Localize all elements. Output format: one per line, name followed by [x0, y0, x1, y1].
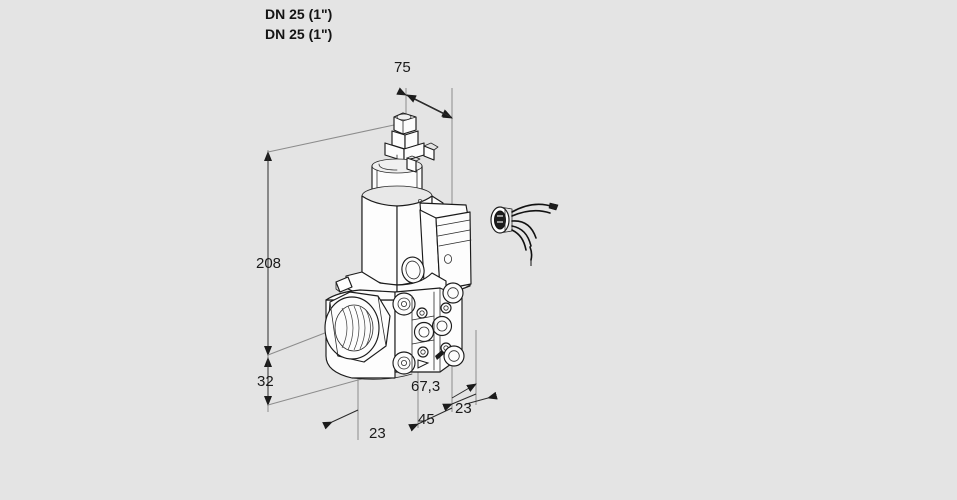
pipe-thread-inlet [324, 291, 391, 363]
nominal-size-inlet-label: DN 25 (1") [265, 6, 332, 22]
header-labels: DN 25 (1") DN 25 (1") [265, 6, 332, 42]
nominal-size-outlet-label: DN 25 (1") [265, 26, 332, 42]
dimension-depth-body: 67,3 [411, 378, 477, 399]
dim-32-label: 32 [257, 373, 274, 390]
housing-boss [401, 256, 425, 284]
valve-assembly [324, 112, 472, 380]
dim-208-label: 208 [256, 255, 281, 272]
electrical-connector [490, 202, 559, 266]
dimension-offset-23-left: 23 [322, 409, 386, 442]
dim-45-label: 45 [418, 411, 435, 428]
dim-23-right-label: 23 [455, 400, 472, 417]
dim-75-label: 75 [394, 59, 411, 76]
flow-arrow [417, 350, 444, 369]
terminal-box [419, 202, 472, 294]
dimension-width-top: 75 [394, 59, 453, 119]
dim-23-left-label: 23 [369, 425, 386, 442]
dimension-offset-23-right: 23 [442, 391, 498, 417]
flange-bolts [392, 282, 465, 375]
dim-673-label: 67,3 [411, 378, 440, 395]
